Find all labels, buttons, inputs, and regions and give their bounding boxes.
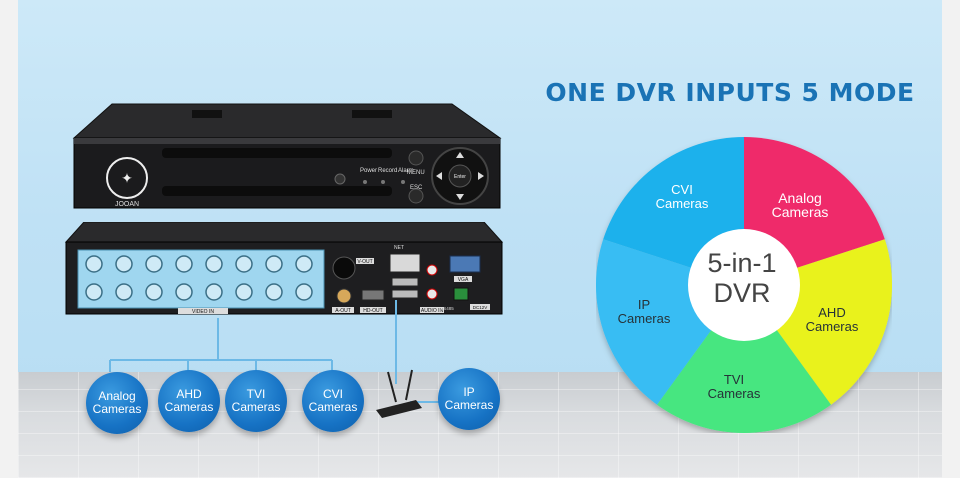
wifi-router-icon: [376, 369, 422, 418]
usb-port-2: [391, 289, 419, 299]
hd-out-label: HD-OUT: [363, 308, 382, 314]
power-led-label: Power: [360, 168, 377, 174]
a-out-label: A-OUT: [335, 308, 351, 314]
headline: ONE DVR INPUTS 5 MODE: [545, 78, 915, 107]
usb-port: [391, 277, 419, 287]
lan-port: [389, 253, 421, 273]
fan: [332, 256, 356, 280]
dvr-front-panel: ✦ JOOAN Power Record Alarm MENU ESC Ente…: [72, 103, 502, 209]
v-out-label: V-OUT: [357, 259, 372, 265]
hdmi-port: [361, 289, 385, 301]
dvr-rear-panel: VIDEO IN A-OUT V-OUT HD-OUT NET AUDIO IN…: [64, 222, 504, 315]
enter-button[interactable]: [448, 164, 472, 188]
center-line-1: 5-in-1: [707, 248, 777, 278]
audio-out-jack: [336, 288, 352, 304]
dc12v-label: DC12V: [473, 305, 488, 310]
wheel-center: [688, 229, 800, 341]
brand-logo: [106, 157, 148, 199]
vga-port: [449, 255, 481, 273]
mode-wheel: [596, 137, 892, 433]
audio-in-label: AUDIO IN: [421, 308, 444, 314]
rs485-label: RS485: [440, 306, 454, 311]
enter-label: Enter: [454, 174, 466, 180]
arrow-down-icon: [456, 194, 464, 200]
svg-text:✦: ✦: [121, 171, 133, 187]
record-led-label: Record: [378, 168, 397, 174]
rs485-terminal: [453, 287, 469, 301]
net-label: NET: [394, 245, 404, 251]
arrow-right-icon: [478, 172, 484, 180]
arrow-left-icon: [436, 172, 442, 180]
video-in-label: VIDEO IN: [192, 309, 214, 315]
esc-button[interactable]: [408, 188, 424, 204]
brand-name: JOOAN: [115, 201, 139, 208]
arrow-up-icon: [456, 152, 464, 158]
menu-label: MENU: [407, 170, 425, 176]
menu-button[interactable]: [408, 150, 424, 166]
esc-label: ESC: [410, 185, 423, 191]
alarm-led-label: Alarm: [398, 168, 414, 174]
wheel-center-text: 5-in-1 DVR: [672, 248, 812, 308]
vga-label: VGA: [458, 277, 469, 283]
center-line-2: DVR: [713, 278, 771, 308]
wheel-segment-tvi: [657, 285, 831, 433]
